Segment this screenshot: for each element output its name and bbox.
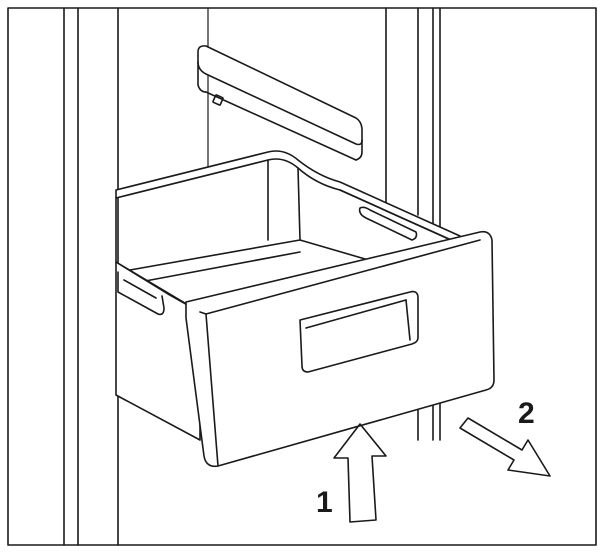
frame-border [7,7,597,546]
step-2-arrow-out [459,417,551,477]
arrow-out-shape [459,417,551,477]
drawer-front-panel [185,230,495,468]
right-side-wall [385,7,441,441]
left-side-wall [63,7,119,546]
step-2-label: 2 [518,397,535,430]
step-1-label: 1 [316,486,333,519]
arrow-up-shape [333,423,387,523]
step-1-arrow-up [333,423,387,523]
upper-support-rail [197,45,363,161]
drawer-body [115,150,461,441]
